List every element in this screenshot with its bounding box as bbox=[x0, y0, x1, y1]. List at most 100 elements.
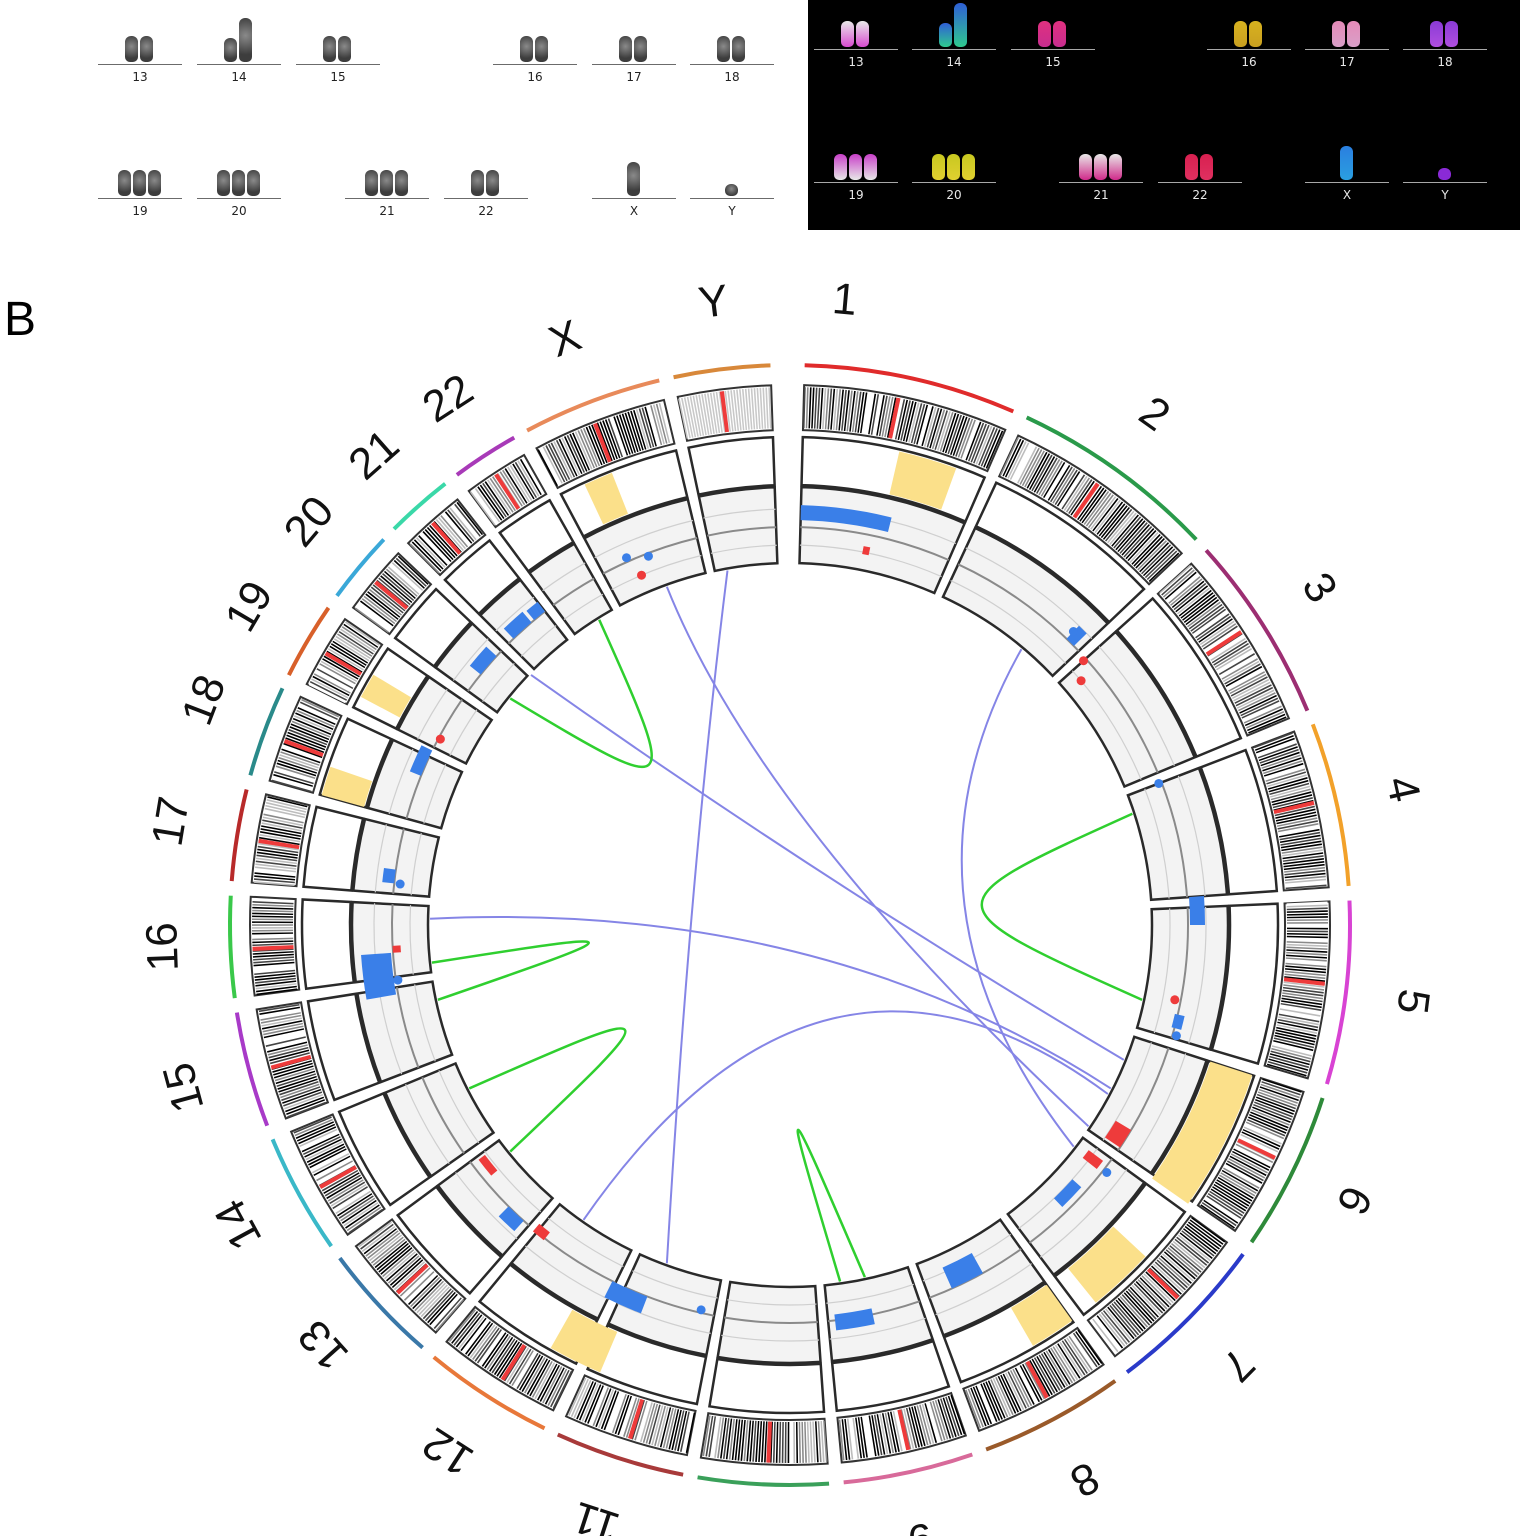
ideogram-band bbox=[798, 1421, 802, 1463]
ideogram-band bbox=[1280, 840, 1322, 849]
ideogram-band bbox=[552, 1371, 573, 1409]
ideogram-band bbox=[838, 389, 844, 431]
ideogram-band bbox=[621, 413, 636, 453]
ideogram-band bbox=[881, 1413, 892, 1454]
ideogram-band bbox=[272, 776, 313, 790]
cnv-track-17 bbox=[352, 817, 441, 898]
ideogram-band bbox=[354, 607, 389, 633]
chromosome-shape bbox=[486, 170, 499, 196]
chromosome-shape bbox=[717, 36, 730, 62]
ideogram-band bbox=[1012, 1368, 1033, 1407]
ideogram-band bbox=[268, 1046, 309, 1059]
ideogram-band bbox=[781, 1421, 784, 1463]
ideogram-band bbox=[734, 1419, 741, 1461]
ideogram-band bbox=[283, 742, 323, 759]
ideogram-band bbox=[692, 395, 702, 437]
ideogram-band bbox=[539, 1364, 560, 1402]
chromosome-outer-ring-22 bbox=[455, 435, 516, 477]
ideogram-band bbox=[403, 1271, 435, 1301]
ideogram-band bbox=[1209, 1190, 1245, 1215]
ideogram-band bbox=[1047, 464, 1071, 501]
ideogram-band bbox=[298, 704, 337, 723]
centromere-mark bbox=[258, 838, 300, 850]
cnv-gridline bbox=[1177, 775, 1206, 897]
ideogram-band bbox=[1266, 771, 1307, 785]
ideogram-band bbox=[868, 1415, 877, 1457]
ideogram-band bbox=[1142, 546, 1174, 577]
ideogram-band bbox=[256, 985, 297, 993]
ideogram-band bbox=[1284, 866, 1326, 873]
ideogram-band bbox=[947, 1395, 963, 1436]
ideogram-band bbox=[1129, 1286, 1159, 1318]
ideogram-band bbox=[1005, 1372, 1025, 1411]
ideogram-band bbox=[588, 425, 606, 465]
ideogram-band bbox=[584, 1384, 602, 1423]
cnv-gridline bbox=[965, 547, 1093, 640]
ideogram-band bbox=[913, 1405, 926, 1447]
ideogram-band bbox=[287, 1101, 327, 1118]
ideogram-band bbox=[493, 1339, 518, 1376]
chromosome-label-X: X bbox=[543, 311, 588, 367]
ideogram-band bbox=[1276, 817, 1318, 827]
ideogram-band bbox=[290, 723, 330, 741]
ideogram-band bbox=[1043, 461, 1066, 499]
ideogram-band bbox=[980, 428, 998, 467]
ideogram-band bbox=[1281, 994, 1323, 1003]
ideogram-band bbox=[879, 1413, 889, 1455]
chromosome-shape bbox=[1430, 21, 1443, 47]
ideogram-band bbox=[484, 481, 510, 516]
ideogram-band bbox=[1286, 933, 1328, 936]
ideogram-band bbox=[1282, 992, 1324, 1000]
ideogram-band bbox=[1223, 1167, 1260, 1189]
translocation-link bbox=[582, 1010, 1109, 1221]
ideogram-band bbox=[363, 1228, 398, 1255]
ideogram-band bbox=[1259, 748, 1299, 764]
ideogram-band bbox=[1257, 743, 1297, 759]
ideogram-band bbox=[1281, 1000, 1322, 1009]
ideogram-band bbox=[1279, 831, 1321, 841]
chromosome-label-11: 11 bbox=[567, 1492, 626, 1536]
ideogram-band bbox=[279, 1081, 319, 1096]
ideogram-band bbox=[944, 413, 960, 454]
ideogram-band bbox=[327, 1179, 364, 1202]
ideogram-band bbox=[370, 1236, 404, 1264]
ideogram-band bbox=[281, 1086, 321, 1102]
ideogram-band bbox=[299, 701, 338, 720]
cnv-track-9 bbox=[823, 1265, 935, 1363]
ideogram-band bbox=[254, 969, 296, 976]
ideogram-band bbox=[547, 1368, 568, 1406]
chromosome-shape bbox=[724, 184, 738, 196]
ideogram-band bbox=[506, 1347, 530, 1383]
ideogram-band bbox=[1121, 524, 1150, 556]
karyotype-chromosome-label: 15 bbox=[330, 70, 346, 84]
deletion-segment bbox=[1053, 1179, 1082, 1207]
ideogram-band bbox=[258, 836, 300, 846]
ideogram-band bbox=[1127, 1288, 1157, 1320]
karyotype-chromosome-label: 21 bbox=[379, 204, 395, 218]
ideogram-band bbox=[1242, 1128, 1281, 1148]
ideogram-band bbox=[1029, 1359, 1051, 1397]
karyotype-baseline bbox=[444, 198, 528, 199]
cnv-track-13 bbox=[436, 1138, 555, 1258]
ideogram-band bbox=[1284, 872, 1326, 879]
ideogram-band bbox=[1271, 1047, 1312, 1060]
ideogram-band bbox=[1239, 1136, 1277, 1156]
ideogram-band bbox=[648, 1404, 661, 1445]
ideogram-band bbox=[1195, 613, 1230, 639]
ideogram-band bbox=[970, 423, 987, 463]
ideogram-band bbox=[275, 1070, 316, 1085]
karyotype-chromosome-label: 18 bbox=[1437, 55, 1453, 69]
ideogram-band bbox=[1286, 949, 1328, 953]
ideogram-band bbox=[940, 1398, 954, 1438]
ideogram-band bbox=[625, 1398, 640, 1438]
centromere-mark bbox=[897, 1409, 911, 1451]
chromosome-label-4: 4 bbox=[1376, 772, 1429, 807]
ideogram-band bbox=[846, 390, 853, 432]
cnv-gridline bbox=[542, 562, 586, 592]
ideogram-band bbox=[658, 402, 671, 444]
ideogram-band bbox=[265, 1036, 306, 1047]
ideogram-band bbox=[857, 391, 865, 433]
ideogram-band bbox=[970, 1387, 987, 1427]
ideogram-band bbox=[1240, 1133, 1279, 1153]
ideogram-band bbox=[634, 1400, 648, 1441]
